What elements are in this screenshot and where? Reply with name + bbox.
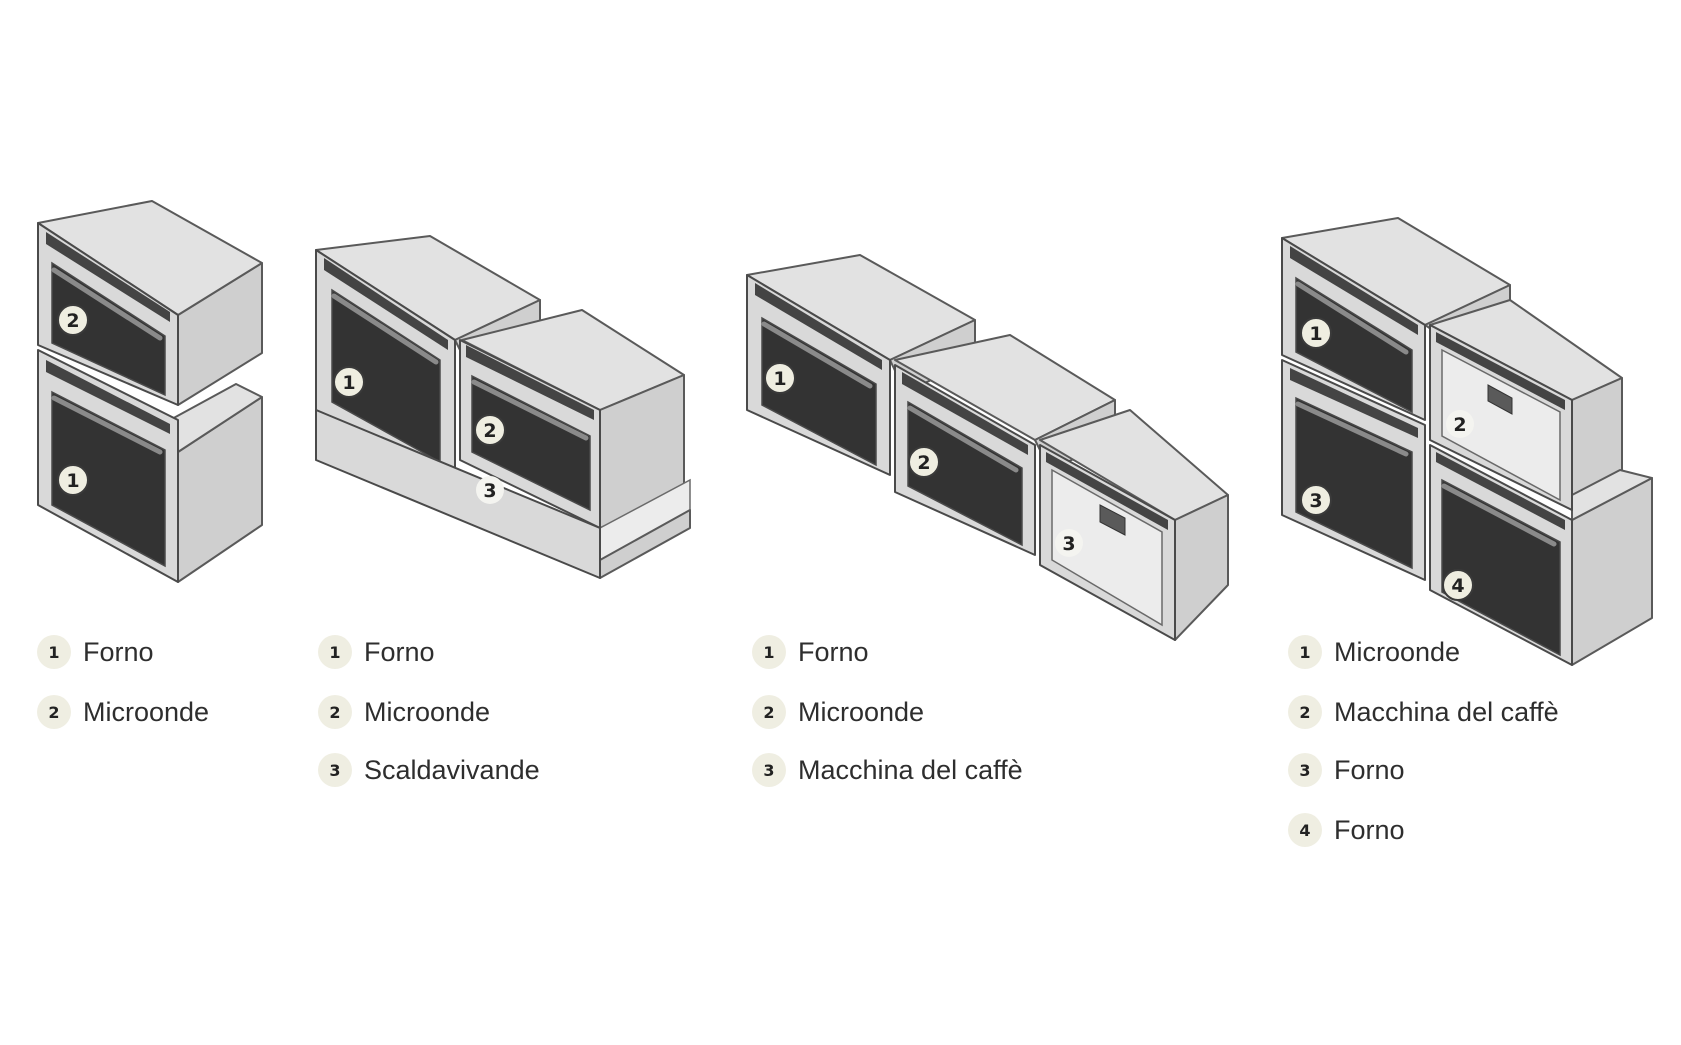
legend-number-badge: 2: [37, 695, 71, 729]
legend-label: Microonde: [83, 696, 210, 727]
legend-item: 2 Microonde: [752, 695, 924, 729]
legend-item: 2 Microonde: [37, 695, 209, 729]
legend-number-badge: 1: [1288, 635, 1322, 669]
svg-text:2: 2: [1453, 414, 1466, 436]
warming-drawer-front: [315, 409, 601, 579]
legend-item: 2 Microonde: [318, 695, 490, 729]
config-1-badge-a: 2: [57, 304, 89, 336]
config-4-badge-a: 1: [1300, 317, 1332, 349]
legend-number-badge: 1: [752, 635, 786, 669]
config-3-badge-c: 3: [1055, 529, 1083, 557]
svg-text:3: 3: [483, 480, 496, 502]
config-2-badge-c: 3: [476, 476, 504, 504]
legend-label: Forno: [798, 636, 869, 667]
svg-text:1: 1: [342, 372, 355, 394]
configuration-4-illustration: 1 2 3 4: [1281, 217, 1653, 666]
legend-number-badge: 3: [752, 753, 786, 787]
legend-label: Forno: [1334, 754, 1405, 785]
svg-text:1: 1: [1309, 323, 1322, 345]
config-3-badge-b: 2: [908, 446, 940, 478]
legend-item: 4 Forno: [1288, 813, 1405, 847]
legend-number-badge: 4: [1288, 813, 1322, 847]
legend-label: Forno: [83, 636, 154, 667]
config-2-badge-a: 1: [333, 366, 365, 398]
legend-item: 1 Forno: [752, 635, 869, 669]
svg-text:3: 3: [1309, 490, 1322, 512]
config-3-badge-a: 1: [764, 362, 796, 394]
svg-text:2: 2: [483, 420, 496, 442]
legend-label: Forno: [1334, 814, 1405, 845]
configuration-2-illustration: 1 2 3: [315, 235, 691, 579]
legend-number-badge: 1: [37, 635, 71, 669]
legend-item: 1 Microonde: [1288, 635, 1460, 669]
legend-item: 2 Macchina del caffè: [1288, 695, 1559, 729]
configuration-1-illustration: 2 1: [37, 200, 263, 583]
legend-label: Microonde: [798, 696, 925, 727]
legend-item: 1 Forno: [318, 635, 435, 669]
svg-text:2: 2: [66, 310, 79, 332]
legend-label: Macchina del caffè: [1334, 696, 1559, 727]
svg-text:4: 4: [1451, 575, 1464, 597]
config-1-badge-b: 1: [57, 464, 89, 496]
legend-label: Macchina del caffè: [798, 754, 1023, 785]
legend-item: 3 Macchina del caffè: [752, 753, 1023, 787]
config-4-badge-c: 3: [1300, 484, 1332, 516]
svg-text:3: 3: [1062, 533, 1075, 555]
config-4-badge-d: 4: [1442, 569, 1474, 601]
legend-number-badge: 3: [318, 753, 352, 787]
legend-number-badge: 1: [318, 635, 352, 669]
svg-text:2: 2: [917, 452, 930, 474]
svg-text:1: 1: [773, 368, 786, 390]
svg-text:1: 1: [66, 470, 79, 492]
legend-number-badge: 2: [752, 695, 786, 729]
legend-number-badge: 2: [1288, 695, 1322, 729]
legend-label: Microonde: [1334, 636, 1461, 667]
legend-item: 3 Forno: [1288, 753, 1405, 787]
legend-item: 1 Forno: [37, 635, 154, 669]
config-2-badge-b: 2: [474, 414, 506, 446]
config-4-badge-b: 2: [1446, 410, 1474, 438]
configuration-3-illustration: 1 2 3: [746, 254, 1229, 641]
legend-item: 3 Scaldavivande: [318, 753, 540, 787]
legend-label: Scaldavivande: [364, 754, 540, 785]
legend-label: Forno: [364, 636, 435, 667]
legend-number-badge: 2: [318, 695, 352, 729]
legend-number-badge: 3: [1288, 753, 1322, 787]
legend-label: Microonde: [364, 696, 491, 727]
